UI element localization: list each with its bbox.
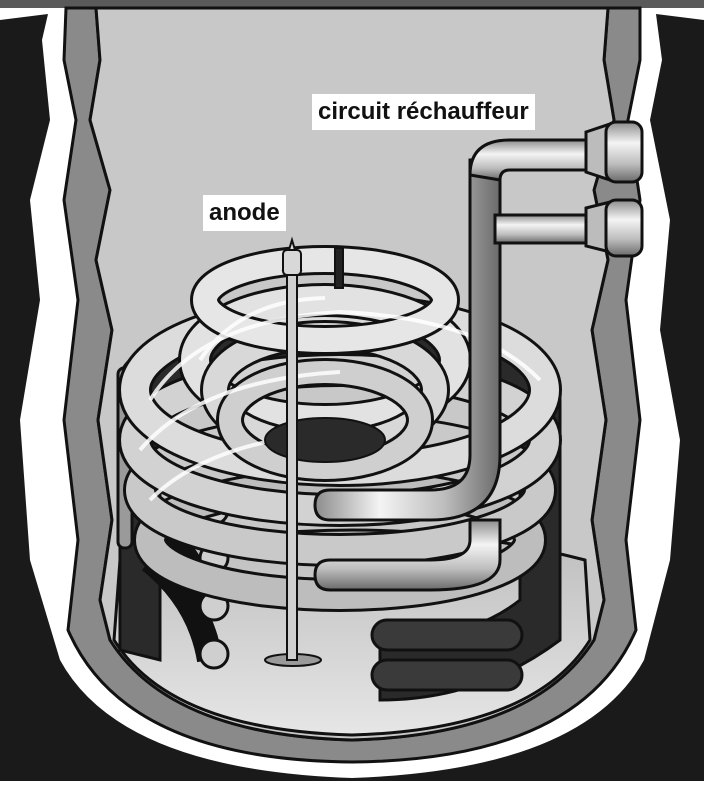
- heater-circuit-label: circuit réchauffeur: [312, 94, 535, 130]
- outer-shell-right: [352, 14, 704, 781]
- top-bar: [0, 0, 704, 8]
- coil-stub: [334, 247, 344, 289]
- coil-core: [264, 417, 386, 463]
- anode-rod: [281, 236, 303, 661]
- outer-shell-left: [0, 14, 352, 781]
- heater-connectors: [584, 120, 644, 258]
- anode-label: anode: [203, 195, 286, 231]
